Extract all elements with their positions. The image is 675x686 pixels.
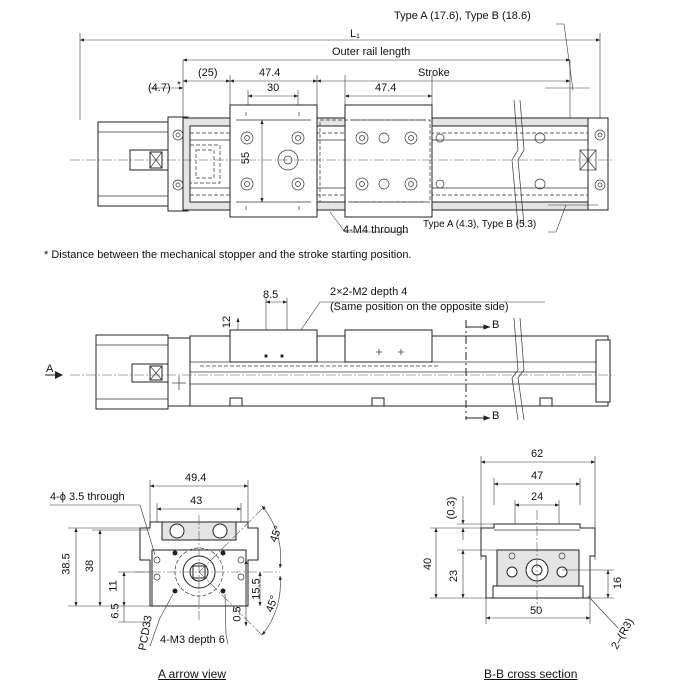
bb-section-drawing (430, 456, 619, 629)
dim-55-label: 55 (240, 151, 253, 165)
a-arrow-view-caption: A arrow view (158, 667, 227, 681)
m3-depth-label: 4-M3 depth 6 (160, 634, 225, 646)
l1-label: L₁ (350, 28, 360, 40)
dim-16-label: 16 (612, 576, 625, 590)
side-slider-1 (229, 329, 318, 363)
side-slider-2 (344, 329, 433, 363)
dim-38-5-label: 38.5 (60, 553, 73, 575)
dim-49-4-label: 49.4 (185, 472, 207, 484)
dim-62-label: 62 (531, 448, 544, 460)
dim-0-5-label: 0.5 (231, 606, 244, 622)
m4-through-label: 4-M4 through (343, 224, 409, 236)
type-ab-stopper-label: Type A (4.3), Type B (5.3) (423, 219, 537, 230)
a-arrow-view-drawing (50, 480, 283, 647)
dim-0-3-label: (0.3) (445, 496, 458, 520)
m2-note-label: (Same position on the opposite side) (330, 301, 509, 313)
bb-section-caption: B-B cross section (484, 667, 578, 681)
dim-30-label: 30 (267, 82, 280, 94)
dim-12-label: 12 (221, 315, 234, 329)
arrow-a-label: A (46, 363, 54, 375)
top-view (70, 23, 615, 233)
side-view (45, 298, 615, 421)
dim-43-label: 43 (190, 495, 203, 507)
dim-47-4-a-label: 47.4 (259, 67, 281, 79)
dim-40-label: 40 (422, 557, 435, 571)
dim-6-5-label: 6.5 (109, 603, 122, 619)
footnote: * Distance between the mechanical stoppe… (44, 249, 412, 261)
outer-rail-length-label: Outer rail length (332, 46, 411, 58)
section-b-bottom-label: B (492, 410, 500, 422)
type-ab-right-label: Type A (17.6), Type B (18.6) (394, 10, 531, 22)
dim-24-label: 24 (531, 491, 544, 503)
dim-47-label: 47 (531, 470, 544, 482)
stroke-label: Stroke (418, 67, 450, 79)
holes-label: 4-ϕ 3.5 through (50, 491, 125, 503)
slider-table-2 (344, 104, 433, 218)
dim-8-5-label: 8.5 (263, 289, 279, 301)
dim-25-label: (25) (198, 67, 218, 79)
section-b-top-label: B (492, 319, 500, 331)
dim-23-label: 23 (448, 569, 461, 583)
dim-38-label: 38 (84, 559, 97, 573)
dim-4-7-label: (4.7) (148, 82, 171, 94)
dim-15-5-label: 15.5 (250, 578, 263, 600)
slider-table-1 (229, 104, 318, 218)
dim-11-label: 11 (107, 580, 120, 592)
m2-depth-label: 2×2-M2 depth 4 (330, 286, 408, 298)
asterisk-label: * (177, 80, 181, 91)
dim-47-4-b-label: 47.4 (375, 82, 397, 94)
m4-holes-block-2 (355, 131, 546, 191)
dim-50-label: 50 (530, 605, 543, 617)
